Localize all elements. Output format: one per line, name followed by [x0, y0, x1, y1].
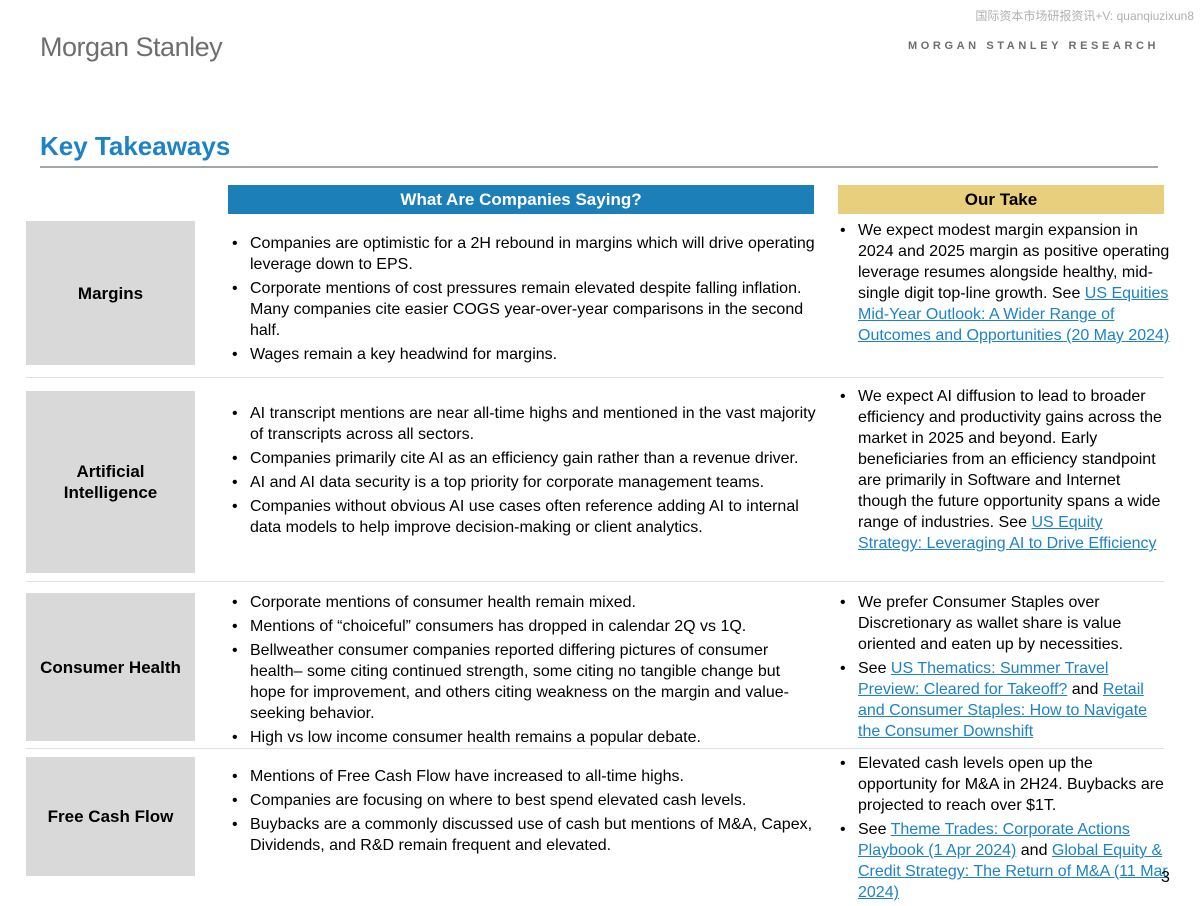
fcf-take-list: •Elevated cash levels open up the opport… — [840, 753, 1170, 906]
row-divider — [26, 581, 1164, 582]
research-label: MORGAN STANLEY RESEARCH — [908, 40, 1160, 52]
report-link[interactable]: US Equity Strategy: Leveraging AI to Dri… — [858, 514, 1157, 552]
row-divider — [26, 748, 1164, 749]
ai-take-list: •We expect AI diffusion to lead to broad… — [840, 386, 1170, 557]
row-label-free-cash-flow: Free Cash Flow — [26, 757, 195, 876]
list-item: •We expect modest margin expansion in 20… — [840, 222, 1170, 344]
list-item: •Bellweather consumer companies reported… — [232, 642, 789, 722]
bullet-text: We prefer Consumer Staples over Discreti… — [858, 594, 1124, 653]
bullet-text: Mentions of Free Cash Flow have increase… — [250, 768, 684, 785]
bullet-text: Companies are focusing on where to best … — [250, 792, 747, 809]
row-label-ai: Artificial Intelligence — [26, 391, 195, 573]
list-item: •Corporate mentions of cost pressures re… — [232, 280, 804, 339]
list-item: •Companies without obvious AI use cases … — [232, 498, 799, 536]
bullet-text: We expect AI diffusion to lead to broade… — [858, 388, 1162, 531]
bullet-text: High vs low income consumer health remai… — [250, 729, 701, 746]
row-label-consumer-health: Consumer Health — [26, 593, 195, 741]
watermark: 国际资本市场研报资讯+V: quanqiuzixun8 — [975, 9, 1194, 23]
consumer-take-list: •We prefer Consumer Staples over Discret… — [840, 592, 1170, 745]
report-link[interactable]: Theme Trades: Corporate Actions Playbook… — [858, 821, 1130, 859]
list-item: •Wages remain a key headwind for margins… — [232, 346, 558, 363]
bullet-text: We expect modest margin expansion in 202… — [858, 222, 1170, 302]
list-item: •High vs low income consumer health rema… — [232, 729, 701, 746]
bullet-text: Mentions of “choiceful” consumers has dr… — [250, 618, 747, 635]
bullet-text: AI and AI data security is a top priorit… — [250, 474, 765, 491]
title-divider — [40, 166, 1158, 168]
list-item: •Buybacks are a commonly discussed use o… — [232, 816, 813, 854]
bullet-text: Companies without obvious AI use cases o… — [250, 498, 799, 536]
ai-saying-list: •AI transcript mentions are near all-tim… — [232, 403, 817, 541]
bullet-text: Companies are optimistic for a 2H reboun… — [250, 235, 815, 273]
bullet-text: See — [858, 660, 891, 677]
list-item: •Mentions of Free Cash Flow have increas… — [232, 768, 684, 785]
bullet-text: and — [1016, 842, 1052, 859]
bullet-text: Corporate mentions of consumer health re… — [250, 594, 636, 611]
page-number: 3 — [1161, 869, 1170, 886]
bullet-text: and — [1067, 681, 1103, 698]
list-item: •Elevated cash levels open up the opport… — [840, 755, 1164, 814]
bullet-text: Wages remain a key headwind for margins. — [250, 346, 558, 363]
bullet-text: Companies primarily cite AI as an effici… — [250, 450, 799, 467]
report-link[interactable]: US Equities Mid-Year Outlook: A Wider Ra… — [858, 285, 1170, 344]
page-title: Key Takeaways — [40, 131, 231, 161]
list-item: •See Theme Trades: Corporate Actions Pla… — [840, 821, 1168, 901]
companies-saying-header: What Are Companies Saying? — [228, 185, 814, 214]
list-item: •Mentions of “choiceful” consumers has d… — [232, 618, 747, 635]
bullet-text: Bellweather consumer companies reported … — [250, 642, 789, 722]
consumer-saying-list: •Corporate mentions of consumer health r… — [232, 592, 817, 751]
report-link[interactable]: US Thematics: Summer Travel Preview: Cle… — [858, 660, 1109, 698]
list-item: •See US Thematics: Summer Travel Preview… — [840, 660, 1148, 740]
list-item: •We prefer Consumer Staples over Discret… — [840, 594, 1124, 653]
bullet-text: Elevated cash levels open up the opportu… — [858, 755, 1164, 814]
report-link[interactable]: Global Equity & Credit Strategy: The Ret… — [858, 842, 1168, 901]
list-item: •Corporate mentions of consumer health r… — [232, 594, 636, 611]
bullet-text: See — [858, 821, 891, 838]
fcf-saying-list: •Mentions of Free Cash Flow have increas… — [232, 766, 817, 859]
list-item: •Companies are optimistic for a 2H rebou… — [232, 235, 815, 273]
our-take-header: Our Take — [838, 185, 1164, 214]
bullet-text: Buybacks are a commonly discussed use of… — [250, 816, 813, 854]
margins-take-list: •We expect modest margin expansion in 20… — [840, 220, 1170, 349]
list-item: •We expect AI diffusion to lead to broad… — [840, 388, 1162, 552]
list-item: •AI transcript mentions are near all-tim… — [232, 405, 816, 443]
bullet-text: AI transcript mentions are near all-time… — [250, 405, 816, 443]
list-item: •Companies primarily cite AI as an effic… — [232, 450, 799, 467]
margins-saying-list: •Companies are optimistic for a 2H rebou… — [232, 233, 817, 368]
morgan-stanley-logo: Morgan Stanley — [40, 32, 223, 62]
report-link[interactable]: Retail and Consumer Staples: How to Navi… — [858, 681, 1148, 740]
row-label-margins: Margins — [26, 221, 195, 365]
bullet-text: Corporate mentions of cost pressures rem… — [250, 280, 804, 339]
list-item: •Companies are focusing on where to best… — [232, 792, 747, 809]
row-divider — [26, 377, 1164, 378]
list-item: •AI and AI data security is a top priori… — [232, 474, 765, 491]
row-label-ai-text: Artificial Intelligence — [63, 462, 158, 502]
